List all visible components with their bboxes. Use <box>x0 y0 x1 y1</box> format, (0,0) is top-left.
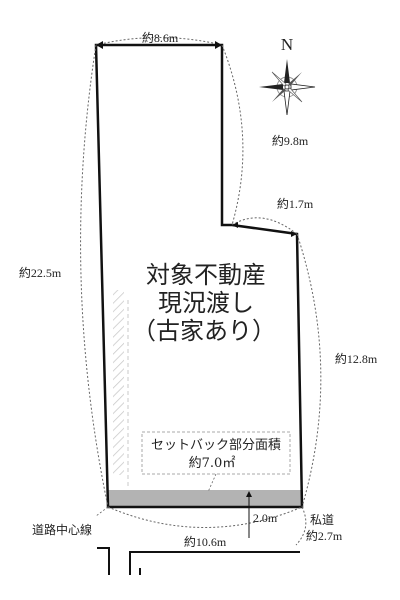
arc-private-road <box>295 506 307 546</box>
dim-bottom-label: 約10.6m <box>184 534 227 549</box>
dim-setback-label: 2.0m <box>253 511 278 525</box>
arc-left <box>80 44 109 508</box>
dim-right-lower-label: 約12.8m <box>335 351 378 366</box>
setback-label-line1: セットバック部分面積 <box>151 438 281 453</box>
dimension-arcs <box>80 37 322 546</box>
compass-rose <box>259 59 316 116</box>
arc-right-lower <box>296 233 322 508</box>
property-label-line2: 現況渡し <box>158 289 254 317</box>
hatched-strip <box>113 290 124 475</box>
setback-arrow <box>246 491 252 497</box>
property-label-line1: 対象不動産 <box>146 261 266 289</box>
arc-step <box>231 217 298 235</box>
compass-needle-north <box>284 59 290 83</box>
road-front-edge <box>129 551 300 575</box>
arc-top <box>95 37 223 46</box>
road-center-leader <box>95 506 109 517</box>
arc-bottom <box>107 506 303 528</box>
road-center-label: 道路中心線 <box>32 522 92 537</box>
dimension-arrows <box>96 41 297 237</box>
setback-area <box>108 490 302 507</box>
arc-right-upper <box>221 44 244 226</box>
dim-top-label: 約8.6m <box>142 30 179 45</box>
dim-step-label: 約1.7m <box>277 196 314 211</box>
dim-private-road-label: 約2.7m <box>306 528 343 543</box>
lot-outline <box>94 43 304 509</box>
road-left-corner <box>97 547 110 575</box>
private-road-label: 私道 <box>310 513 334 527</box>
dim-left-label: 約22.5m <box>19 265 62 280</box>
setback-callout-leader <box>207 473 217 493</box>
road-lines <box>97 547 300 575</box>
setback-callout-box <box>141 431 291 475</box>
dim-right-upper-label: 約9.8m <box>272 133 309 148</box>
property-label-line3: （古家あり） <box>132 317 276 345</box>
setback-area-value: 約7.0㎡ <box>189 456 236 471</box>
compass-north-label: N <box>281 35 293 54</box>
